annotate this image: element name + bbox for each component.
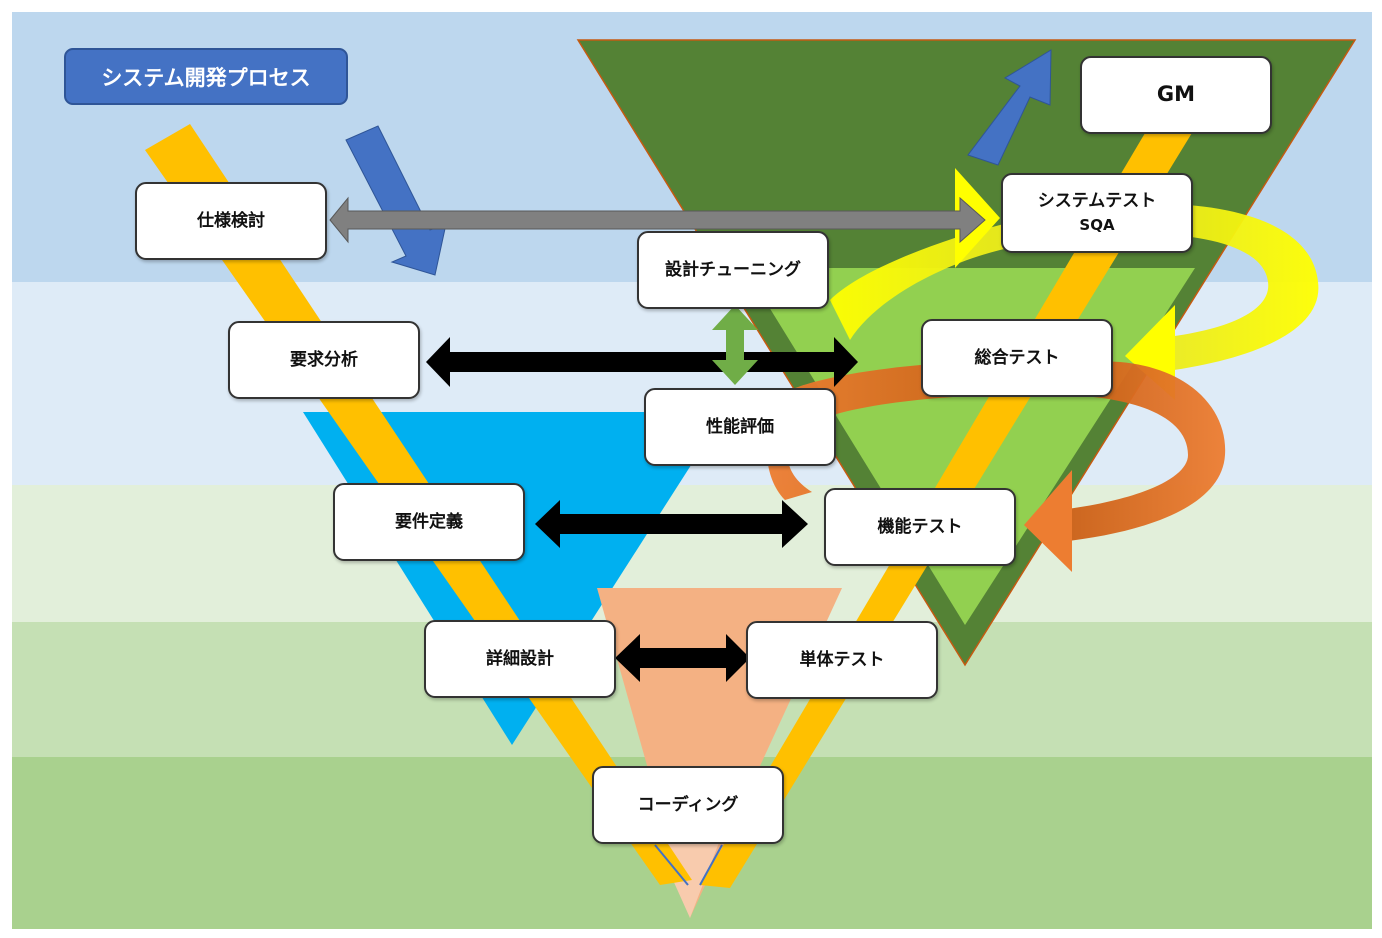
gray-double-arrow: [329, 196, 986, 244]
label-gm: GM: [1156, 82, 1196, 107]
black-arrow-row1: [426, 337, 858, 387]
orange-loop-arrowhead: [1024, 470, 1072, 572]
box-detailed-design: 詳細設計: [424, 620, 616, 698]
label-design-tuning: 設計チューニング: [665, 259, 801, 280]
diagram-title: システム開発プロセス: [64, 48, 348, 105]
yellow-loop: [830, 203, 1319, 372]
label-integration-test: 総合テスト: [974, 347, 1060, 368]
green-vertical-arrow: [712, 305, 758, 385]
box-gm: GM: [1080, 56, 1272, 134]
box-spec-review: 仕様検討: [135, 182, 327, 260]
label-system-test-sqa: SQA: [1079, 216, 1115, 235]
blue-arrow-down: [345, 125, 447, 276]
black-arrow-row3: [615, 634, 750, 682]
v-band-tip-line-left: [654, 844, 689, 886]
box-unit-test: 単体テスト: [746, 621, 938, 699]
box-requirements-definition: 要件定義: [333, 483, 525, 561]
label-unit-test: 単体テスト: [799, 649, 885, 670]
box-design-tuning: 設計チューニング: [637, 231, 829, 309]
label-function-test: 機能テスト: [877, 516, 963, 537]
label-requirements-analysis: 要求分析: [290, 349, 358, 370]
box-function-test: 機能テスト: [824, 488, 1016, 566]
box-performance-evaluation: 性能評価: [644, 388, 836, 466]
label-performance-evaluation: 性能評価: [706, 416, 774, 437]
box-requirements-analysis: 要求分析: [228, 321, 420, 399]
box-coding: コーディング: [592, 766, 784, 844]
blue-arrow-up: [967, 49, 1052, 166]
label-detailed-design: 詳細設計: [486, 648, 554, 669]
label-requirements-definition: 要件定義: [395, 511, 463, 532]
box-system-test: システムテスト SQA: [1001, 173, 1193, 253]
v-band-tip-line-right: [699, 844, 723, 886]
label-coding: コーディング: [637, 794, 739, 815]
label-system-test: システムテスト: [1037, 191, 1157, 212]
label-spec-review: 仕様検討: [197, 210, 265, 231]
black-arrow-row2: [535, 500, 808, 548]
box-integration-test: 総合テスト: [921, 319, 1113, 397]
